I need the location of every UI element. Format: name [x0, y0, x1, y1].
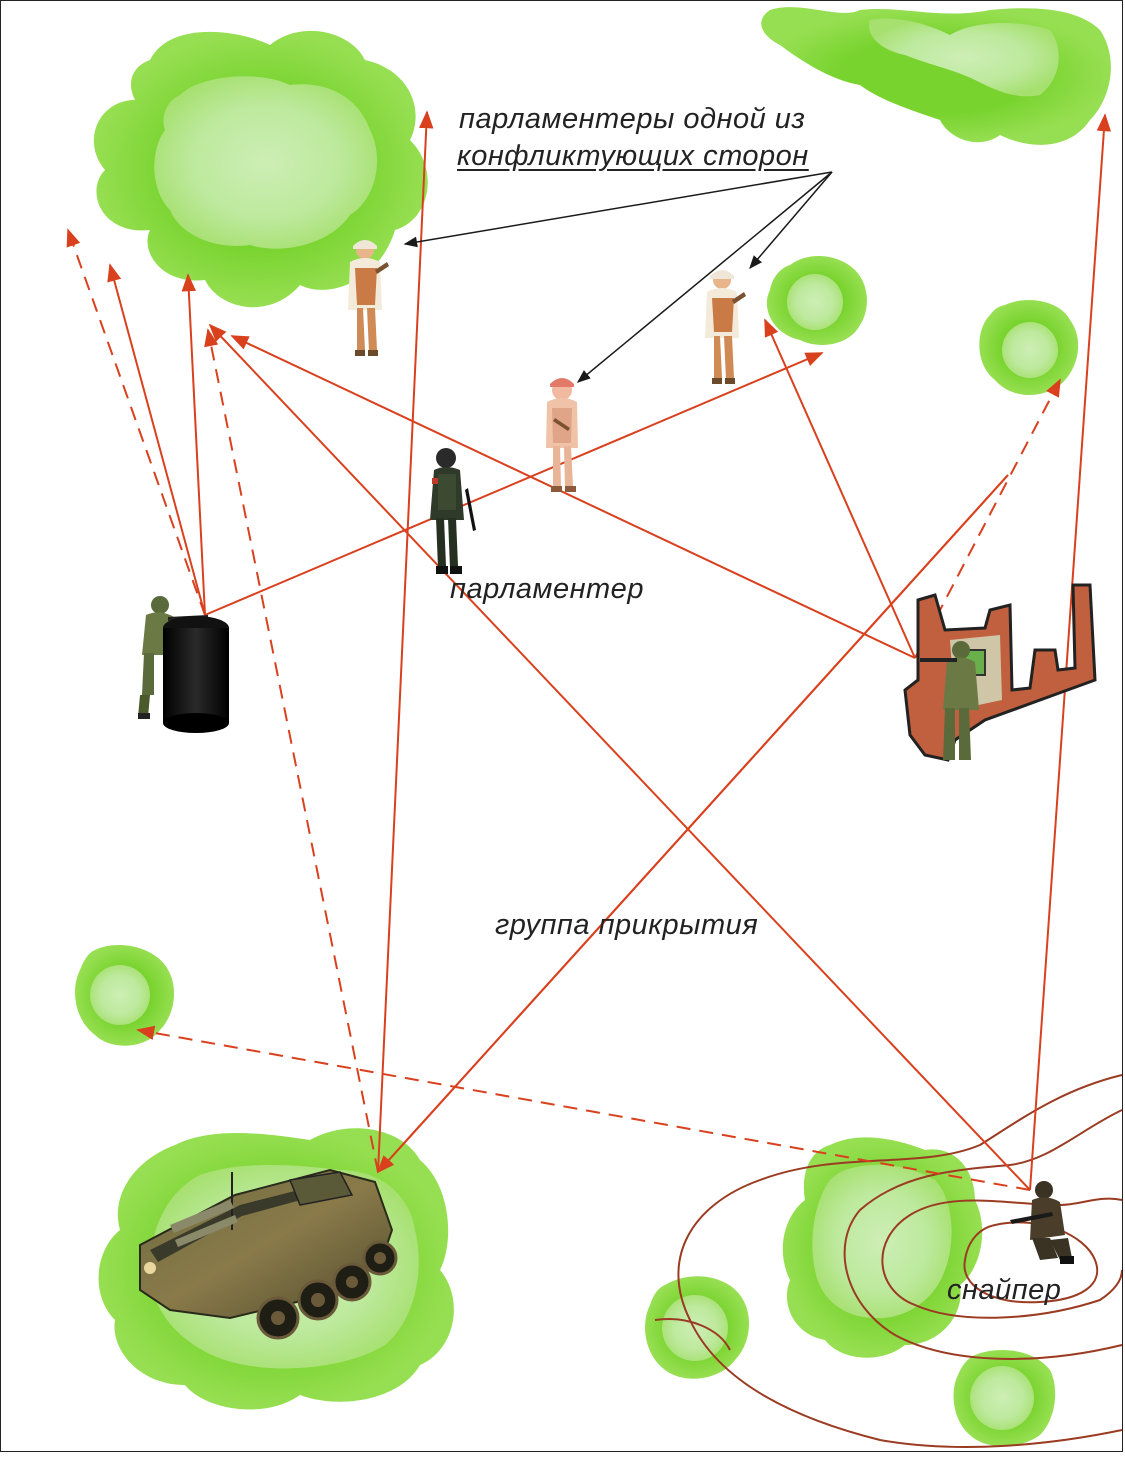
- dashed-line: [136, 1025, 1031, 1191]
- fire-line: [1029, 113, 1112, 1191]
- negotiator-own-figure: [430, 448, 476, 574]
- pointer-line: [403, 171, 833, 248]
- negotiators-label-line1: парламентеры одной из: [459, 103, 806, 135]
- barrel-cover: [163, 616, 229, 733]
- bush-small-left: [75, 945, 175, 1046]
- negotiator-label: парламентер: [450, 573, 644, 605]
- fire-line: [204, 352, 824, 616]
- sniper-label: снайпер: [947, 1274, 1062, 1306]
- pointer-line: [749, 171, 833, 270]
- armored-vehicle: [139, 1168, 398, 1340]
- fire-line: [376, 474, 1009, 1174]
- sniper-figure: [1010, 1181, 1074, 1264]
- bush-bottom-center: [645, 1276, 750, 1379]
- dashed-line: [66, 228, 206, 616]
- fire-line: [107, 263, 206, 616]
- negotiator-figure-2: [705, 270, 746, 384]
- fire-line: [181, 273, 206, 616]
- bush-bottom-right-large: [782, 1137, 983, 1358]
- negotiators-label-line2: конфликтующих сторон: [457, 140, 809, 172]
- bush-small-center: [766, 255, 867, 345]
- fire-line: [230, 335, 916, 659]
- bush-small-right: [979, 300, 1079, 396]
- cover-group-label: группа прикрытия: [495, 909, 759, 941]
- bush-top-left: [93, 30, 428, 308]
- brick-wall-cover: [903, 583, 1097, 762]
- contour-line: [654, 1318, 731, 1351]
- bush-top-right: [761, 7, 1111, 145]
- contour-line: [677, 1074, 1123, 1448]
- dashed-line: [204, 328, 379, 1173]
- contour-line: [843, 1109, 1123, 1360]
- bush-bottom-right-small: [953, 1350, 1056, 1447]
- fire-line: [208, 323, 1031, 1191]
- fire-lines-solid: [107, 110, 1112, 1191]
- contour-line: [963, 1221, 1098, 1304]
- fire-line: [764, 318, 916, 659]
- negotiator-figure-1: [348, 240, 389, 356]
- fire-line: [377, 110, 434, 1173]
- label-pointers: [403, 171, 833, 383]
- cover-soldier-wall: [920, 641, 979, 760]
- pointer-line: [576, 171, 833, 383]
- terrain-contours: [654, 1074, 1123, 1448]
- negotiator-figure-3: [546, 378, 578, 492]
